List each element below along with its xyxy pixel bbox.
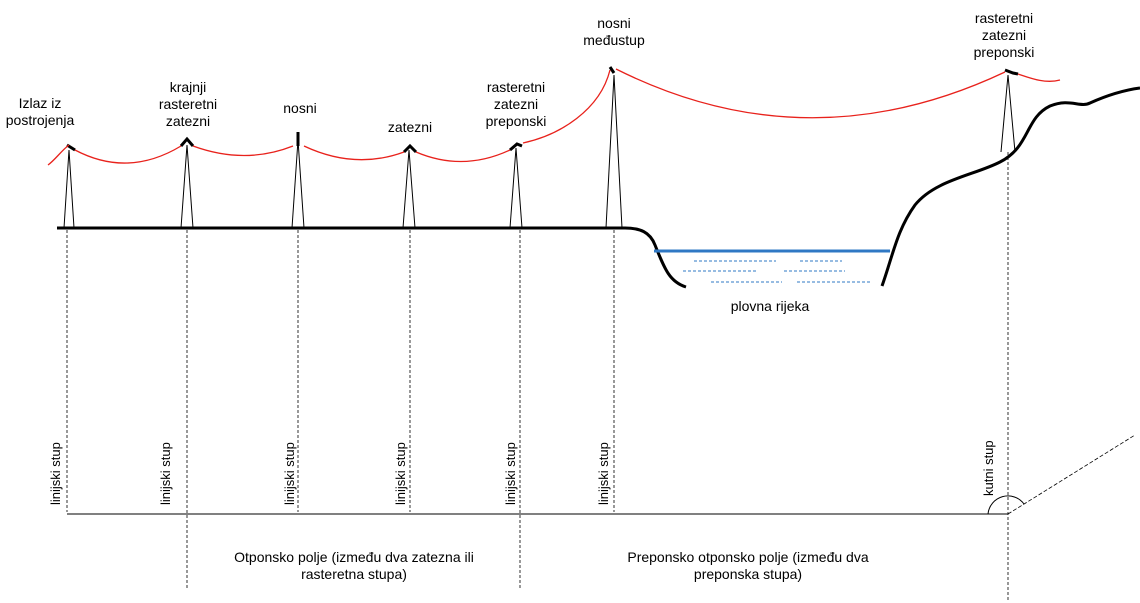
stup-label-6: linijski stup [596, 442, 611, 505]
tower-label-zatezni: zatezni [387, 119, 433, 135]
tower-5 [509, 142, 523, 229]
tower-4 [402, 143, 418, 229]
stup-label-kutni: kutni stup [981, 440, 996, 496]
tower-label-krajnji: krajnji rasteretni zatezni [158, 79, 218, 129]
tower-label-izlaz: Izlaz iz postrojenja [5, 95, 75, 128]
tower-label-rasteretni-1: rasteretni zatezni preponski [485, 79, 547, 129]
water-waves [683, 260, 872, 283]
tower-7 [1000, 68, 1019, 153]
tower-6 [605, 66, 623, 229]
angle-line [1007, 434, 1136, 515]
tower-3 [291, 132, 305, 229]
river-right-bank [880, 86, 1140, 287]
stup-label-2: linijski stup [158, 442, 173, 505]
tower-label-nosni: nosni [283, 100, 317, 116]
tower-2 [179, 136, 195, 229]
stup-label-5: linijski stup [503, 442, 518, 505]
tower-1 [63, 143, 76, 229]
conductor-line [47, 68, 1061, 166]
tower-label-rasteretni-2: rasteretni zatezni preponski [973, 10, 1035, 60]
reference-lines [66, 152, 1009, 600]
tower-label-nosni-medustup: nosni međustup [583, 15, 645, 48]
field-label-preponsko: Preponsko otponsko polje (između dva pre… [627, 549, 869, 582]
angle-arc-icon [987, 495, 1025, 515]
stup-label-3: linijski stup [282, 442, 297, 505]
stup-label-1: linijski stup [48, 442, 63, 505]
field-label-otponsko: Otponsko polje (između dva zatezna ili r… [234, 549, 474, 582]
river-label: plovna rijeka [730, 298, 810, 314]
stup-label-4: linijski stup [393, 442, 408, 505]
river-left-bank [624, 226, 687, 289]
